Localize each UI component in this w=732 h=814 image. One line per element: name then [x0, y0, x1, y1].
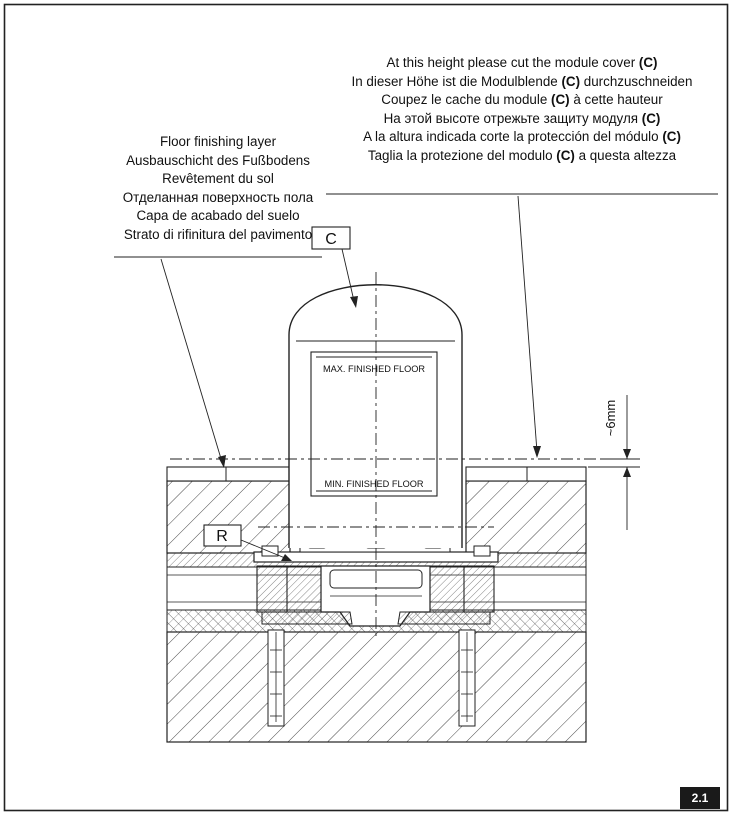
floor-finish-layer [166, 466, 587, 482]
floor-layer-line: Strato di rifinitura del pavimento [123, 226, 313, 242]
floor-slab-lower [166, 631, 587, 743]
dimension-6mm [588, 395, 640, 530]
cut-instruction-line: Taglia la protezione del modulo (C) a qu… [367, 147, 677, 163]
cut-instruction-line: A la altura indicada corte la protección… [363, 129, 681, 145]
callout-box-ring [203, 524, 242, 547]
floor-layer-caption: Floor finishing layer Ausbauschicht des … [118, 133, 318, 245]
callout-box-cover [311, 226, 351, 250]
anchor-bolt-left [267, 629, 285, 727]
page-border [3, 3, 729, 812]
floor-layer-line: Ausbauschicht des Fußbodens [126, 152, 310, 168]
anchor-bolt-right [458, 629, 476, 727]
figure-number-badge: 2.1 [680, 787, 720, 809]
floor-layer-line: Capa de acabado del suelo [136, 208, 300, 224]
floor-layer-line: Floor finishing layer [159, 134, 277, 149]
floor-layer-line: Отделанная поверхность пола [122, 189, 314, 205]
dimension-label: ~6mm [603, 400, 618, 436]
callout-ring-label: R [216, 528, 228, 545]
min-finished-floor-label: MIN. FINISHED FLOOR [324, 479, 423, 489]
cut-instruction-line: На этой высоте отрежьте защиту модуля (C… [383, 110, 661, 126]
floor-level-window [310, 351, 438, 497]
leader-lines [160, 195, 541, 561]
floor-layer-line: Revêtement du sol [162, 171, 274, 187]
callout-cover-label: C [325, 231, 337, 248]
cut-instruction-line: Coupez le cache du module (C) à cette ha… [381, 92, 663, 108]
cut-instruction-line: In dieser Höhe ist die Modulblende (C) d… [351, 73, 693, 89]
max-finished-floor-label: MAX. FINISHED FLOOR [323, 364, 425, 374]
cut-instruction-line: At this height please cut the module cov… [386, 55, 658, 70]
cut-instructions-caption: At this height please cut the module cov… [328, 54, 716, 166]
